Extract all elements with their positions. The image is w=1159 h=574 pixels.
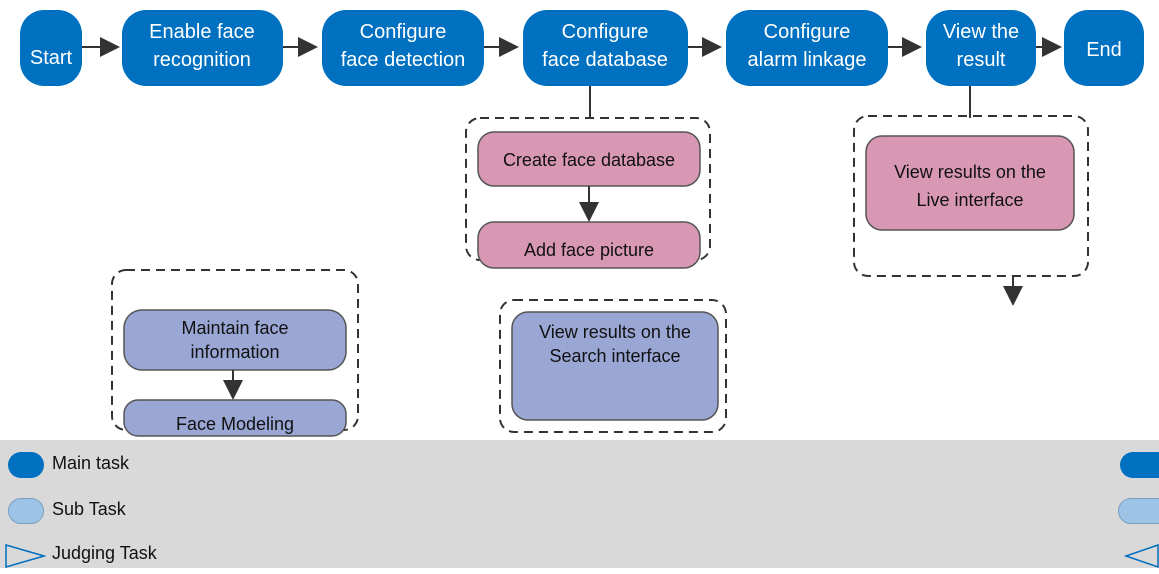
add-face-picture-label: Add face picture (524, 240, 654, 260)
search-view-label-line2: Search interface (549, 346, 680, 366)
main-step-detection-line1: Configure (360, 21, 447, 43)
maintain-face-info-line1: Maintain face (181, 318, 288, 338)
main-step-view-line1: View the (943, 21, 1019, 43)
view-result-group: View results on the Live interface (853, 115, 1089, 306)
main-step-database-line2: face database (542, 49, 668, 71)
main-step-end-line2: End (1086, 39, 1122, 61)
add-face-picture-box (477, 221, 701, 269)
legend-main-task: Main task (0, 444, 1159, 484)
face-modeling-box (123, 399, 347, 437)
legend-judging-task-swatch (5, 544, 46, 568)
create-face-database-label: Create face database (503, 150, 675, 170)
search-view-box (511, 311, 719, 421)
legend-main-task-swatch (8, 452, 44, 478)
legend-judging-task-label: Judging Task (52, 543, 157, 563)
flowchart: Start Enable face recognition Configure … (20, 10, 1144, 437)
legend: Main task Sub Task Judging Task (0, 440, 1159, 569)
main-step-enable-face-recognition: Enable face recognition (122, 10, 283, 86)
face-information-group: Maintain face information Face Modeling (111, 269, 359, 437)
legend-sub-task: Sub Task (0, 490, 1159, 530)
group-connectors (589, 86, 971, 118)
legend-judging-task-swatch-right (1124, 543, 1159, 569)
legend-sub-task-label: Sub Task (52, 499, 126, 519)
face-modeling-label: Face Modeling (176, 414, 294, 434)
main-step-view-result: View the result (926, 10, 1036, 86)
search-result-group: View results on the Search interface (499, 299, 727, 433)
main-step-enable-line2: recognition (153, 49, 251, 71)
main-step-database-line1: Configure (562, 21, 649, 43)
main-step-alarm-line1: Configure (764, 21, 851, 43)
maintain-face-info-box (123, 309, 347, 371)
maintain-face-info-line2: information (190, 342, 279, 362)
main-step-start-line2: Start (30, 47, 73, 69)
legend-judging-task: Judging Task (0, 534, 1159, 574)
search-view-label-line1: View results on the (539, 322, 691, 342)
live-view-box (865, 135, 1075, 231)
live-view-label-line2: Live interface (916, 190, 1023, 210)
main-step-start: Start (20, 10, 82, 86)
main-step-configure-alarm-linkage: Configure alarm linkage (726, 10, 888, 86)
main-step-enable-line1: Enable face (149, 21, 255, 43)
main-step-configure-face-detection: Configure face detection (322, 10, 484, 86)
main-step-view-line2: result (957, 49, 1006, 71)
main-step-end: End (1064, 10, 1144, 86)
legend-main-task-label: Main task (52, 453, 130, 473)
legend-sub-task-swatch (8, 498, 44, 524)
main-step-alarm-line2: alarm linkage (748, 49, 867, 71)
main-step-configure-face-database: Configure face database (523, 10, 688, 86)
legend-main-task-swatch-right (1120, 452, 1159, 478)
live-view-label-line1: View results on the (894, 162, 1046, 182)
legend-sub-task-swatch-right (1118, 498, 1159, 524)
main-step-detection-line2: face detection (341, 49, 466, 71)
face-database-group: Create face database Add face picture (465, 117, 711, 269)
